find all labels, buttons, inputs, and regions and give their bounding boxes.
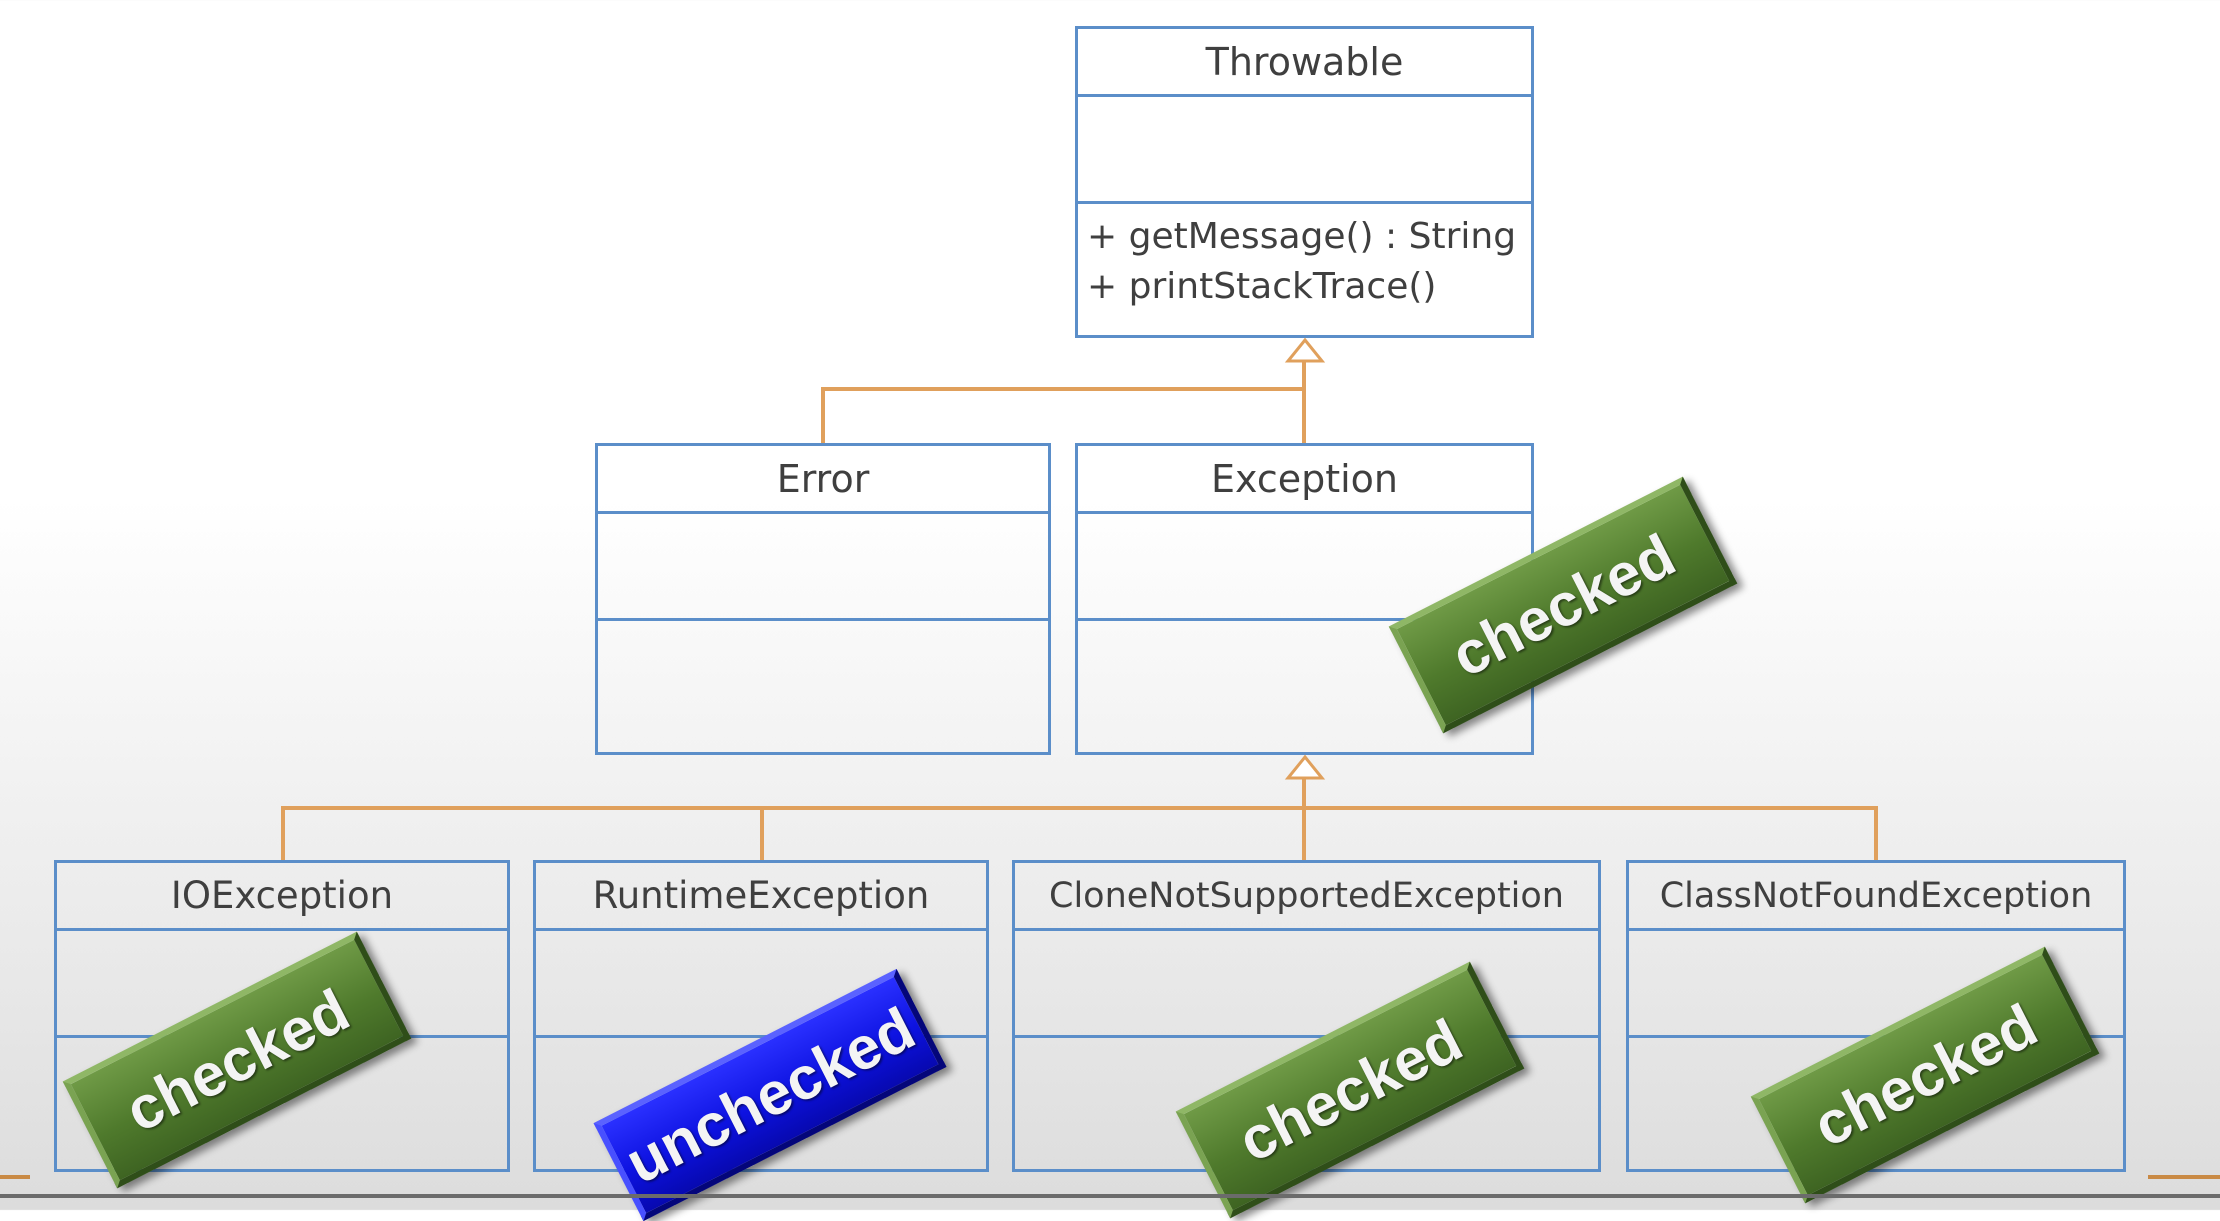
bottom-divider [0, 1194, 2220, 1198]
inheritance-line-error [821, 387, 825, 445]
class-throwable-attributes [1078, 97, 1531, 204]
bottom-right-accent [2148, 1175, 2220, 1179]
inheritance-line-throwable-stem [1302, 361, 1306, 445]
class-class-not-found-exception-name: ClassNotFoundException [1629, 863, 2123, 931]
class-exception-name: Exception [1078, 446, 1531, 514]
class-throwable-operations: + getMessage() : String + printStackTrac… [1078, 204, 1531, 312]
bottom-left-accent [0, 1175, 30, 1179]
class-error-name: Error [598, 446, 1048, 514]
class-error-attributes [598, 514, 1048, 621]
inheritance-line-class-not-found-exception [1874, 806, 1878, 862]
operation-print-stack-trace: + printStackTrace() [1087, 266, 1437, 307]
class-runtime-exception-name: RuntimeException [536, 863, 986, 931]
class-clone-not-supported-exception: CloneNotSupportedException [1012, 860, 1601, 1172]
class-error-operations [598, 621, 1048, 629]
inheritance-line-runtime-exception [760, 806, 764, 862]
inheritance-line-throwable-bar [821, 387, 1306, 391]
inheritance-line-exception-bar [281, 806, 1878, 810]
class-throwable: Throwable + getMessage() : String + prin… [1075, 26, 1534, 338]
inheritance-line-io-exception [281, 806, 285, 862]
class-io-exception-name: IOException [57, 863, 507, 931]
inheritance-line-exception-stem [1302, 778, 1306, 862]
class-error: Error [595, 443, 1051, 755]
class-clone-not-supported-exception-attributes [1015, 931, 1598, 1038]
class-throwable-name: Throwable [1078, 29, 1531, 97]
class-clone-not-supported-exception-name: CloneNotSupportedException [1015, 863, 1598, 931]
class-exception-attributes [1078, 514, 1531, 621]
operation-get-message: + getMessage() : String [1087, 216, 1517, 257]
